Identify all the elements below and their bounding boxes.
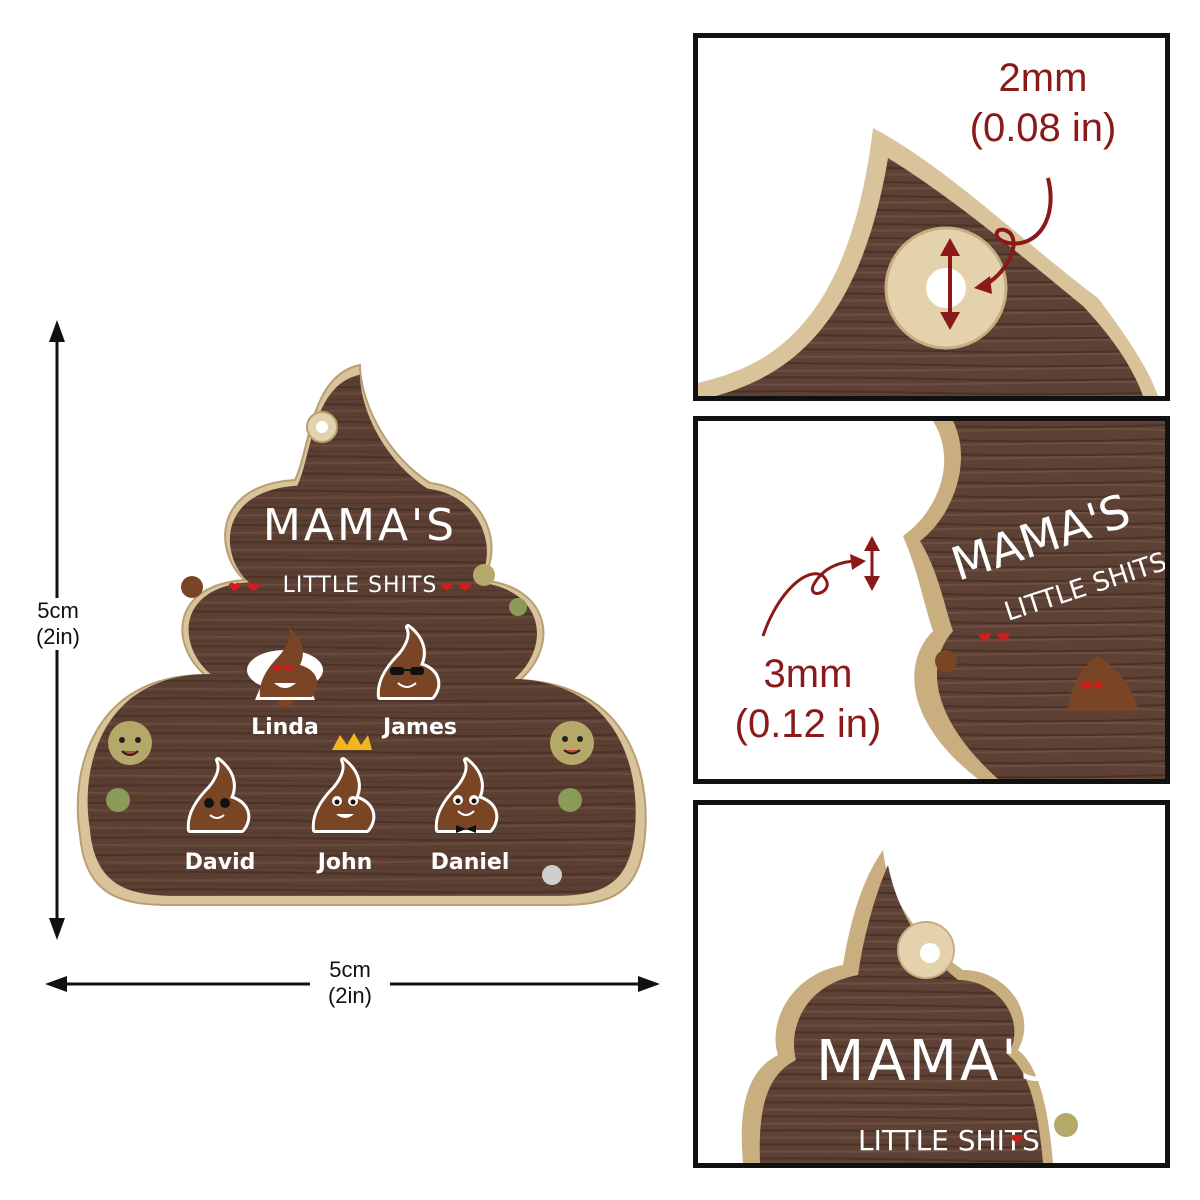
name-label-david: David (184, 850, 256, 875)
svg-text:❤: ❤ (1010, 1130, 1023, 1149)
thickness-mm: 3mm (763, 652, 853, 696)
thickness-callout: 3mm (0.12 in) (703, 649, 913, 749)
poop-decor-icon (558, 788, 582, 812)
poop-decor-icon (509, 598, 527, 616)
hole-size-callout: 2mm (0.08 in) (928, 53, 1158, 153)
hole-size-mm: 2mm (998, 56, 1088, 100)
poop-decor-icon (181, 576, 203, 598)
svg-text:MAMA'S: MAMA'S (816, 1029, 1058, 1094)
thickness-in: (0.12 in) (734, 702, 882, 746)
height-cm: 5cm (37, 598, 79, 623)
width-cm: 5cm (329, 957, 371, 982)
svg-text:❤ ❤: ❤ ❤ (978, 628, 1010, 647)
hole-detail-panel: 2mm (0.08 in) (693, 33, 1170, 401)
poop-emoji-linda: ❤❤ (247, 627, 323, 708)
name-label-john: John (317, 850, 373, 875)
name-label-james: James (383, 715, 457, 740)
thickness-detail-panel: MAMA'S LITTLE SHITS ❤ ❤ ❤❤ 3mm (0.12 in) (693, 416, 1170, 784)
name-label-linda: Linda (251, 715, 319, 740)
poop-decor-icon (550, 721, 594, 765)
ornament-subtitle: LITTLE SHITS (282, 573, 438, 598)
hole-closeup (698, 128, 1158, 396)
ornament-title: MAMA'S (262, 500, 458, 551)
svg-text:❤❤: ❤❤ (272, 662, 294, 677)
width-label: 5cm (2in) (310, 957, 390, 1009)
angled-view-panel: MAMA'S LITTLE SHITS ❤ (693, 800, 1170, 1168)
svg-text:LITTLE SHITS: LITTLE SHITS (858, 1124, 1040, 1157)
poop-emoji-david (186, 757, 251, 833)
svg-text:❤ ❤: ❤ ❤ (228, 578, 260, 597)
angled-closeup: MAMA'S LITTLE SHITS ❤ (741, 850, 1165, 1163)
poop-emoji-john (311, 733, 376, 833)
poop-decor-icon (108, 721, 152, 765)
name-label-daniel: Daniel (430, 850, 510, 875)
thickness-closeup: MAMA'S LITTLE SHITS ❤ ❤ ❤❤ (761, 421, 1165, 779)
poop-emoji-james (376, 624, 441, 700)
poop-decor-icon (106, 788, 130, 812)
hole-size-in: (0.08 in) (969, 106, 1117, 150)
svg-text:❤❤: ❤❤ (1080, 679, 1103, 695)
poop-decor-icon (473, 564, 495, 586)
poop-ornament: ❤ ❤ ❤ ❤ ❤❤ (76, 363, 647, 906)
poop-decor-icon (542, 865, 562, 885)
svg-text:❤ ❤: ❤ ❤ (440, 578, 472, 597)
width-in: (2in) (327, 983, 372, 1008)
height-label: 5cm (2in) (18, 598, 98, 650)
height-in: (2in) (35, 624, 80, 649)
poop-emoji-daniel (434, 757, 499, 833)
